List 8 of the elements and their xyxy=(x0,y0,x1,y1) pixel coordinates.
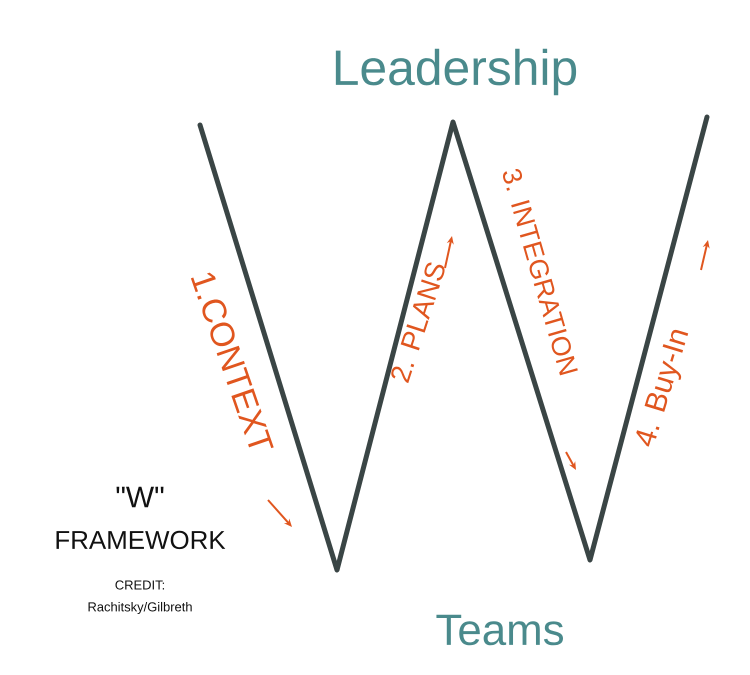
framework-title: "W" xyxy=(116,486,164,508)
framework-title: FRAMEWORK xyxy=(56,530,226,550)
credit-text: Rachitsky/Gilbreth xyxy=(88,602,192,614)
credit-text: CREDIT: xyxy=(115,580,164,590)
heading: Teams xyxy=(436,614,563,646)
heading: Leadership xyxy=(336,48,576,96)
step-label: 2. PLANS xyxy=(391,262,445,384)
step-label: 4. Buy-In xyxy=(636,330,688,447)
